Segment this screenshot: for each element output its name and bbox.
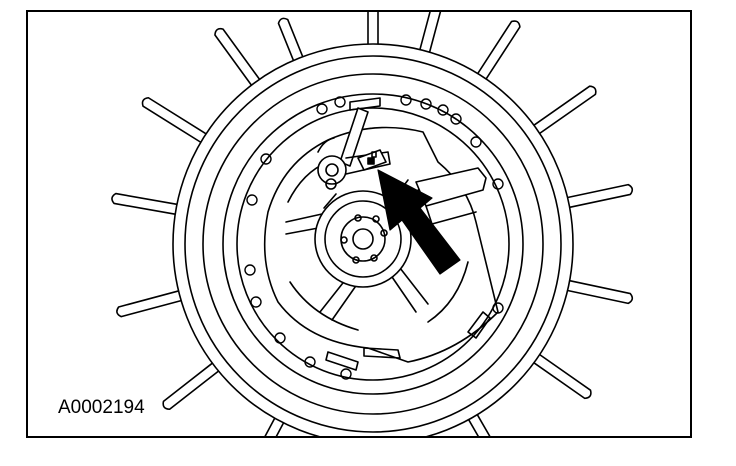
component-illustration — [111, 12, 634, 436]
callout-arrow-icon — [377, 169, 461, 275]
ring-holes — [244, 94, 504, 380]
figure-frame: A0002194 — [26, 10, 692, 438]
figure-id-label: A0002194 — [58, 397, 145, 418]
retaining-clip — [357, 149, 387, 171]
bottom-cutout — [363, 347, 401, 359]
ring-slots — [325, 97, 491, 371]
radial-tabs — [111, 12, 634, 436]
